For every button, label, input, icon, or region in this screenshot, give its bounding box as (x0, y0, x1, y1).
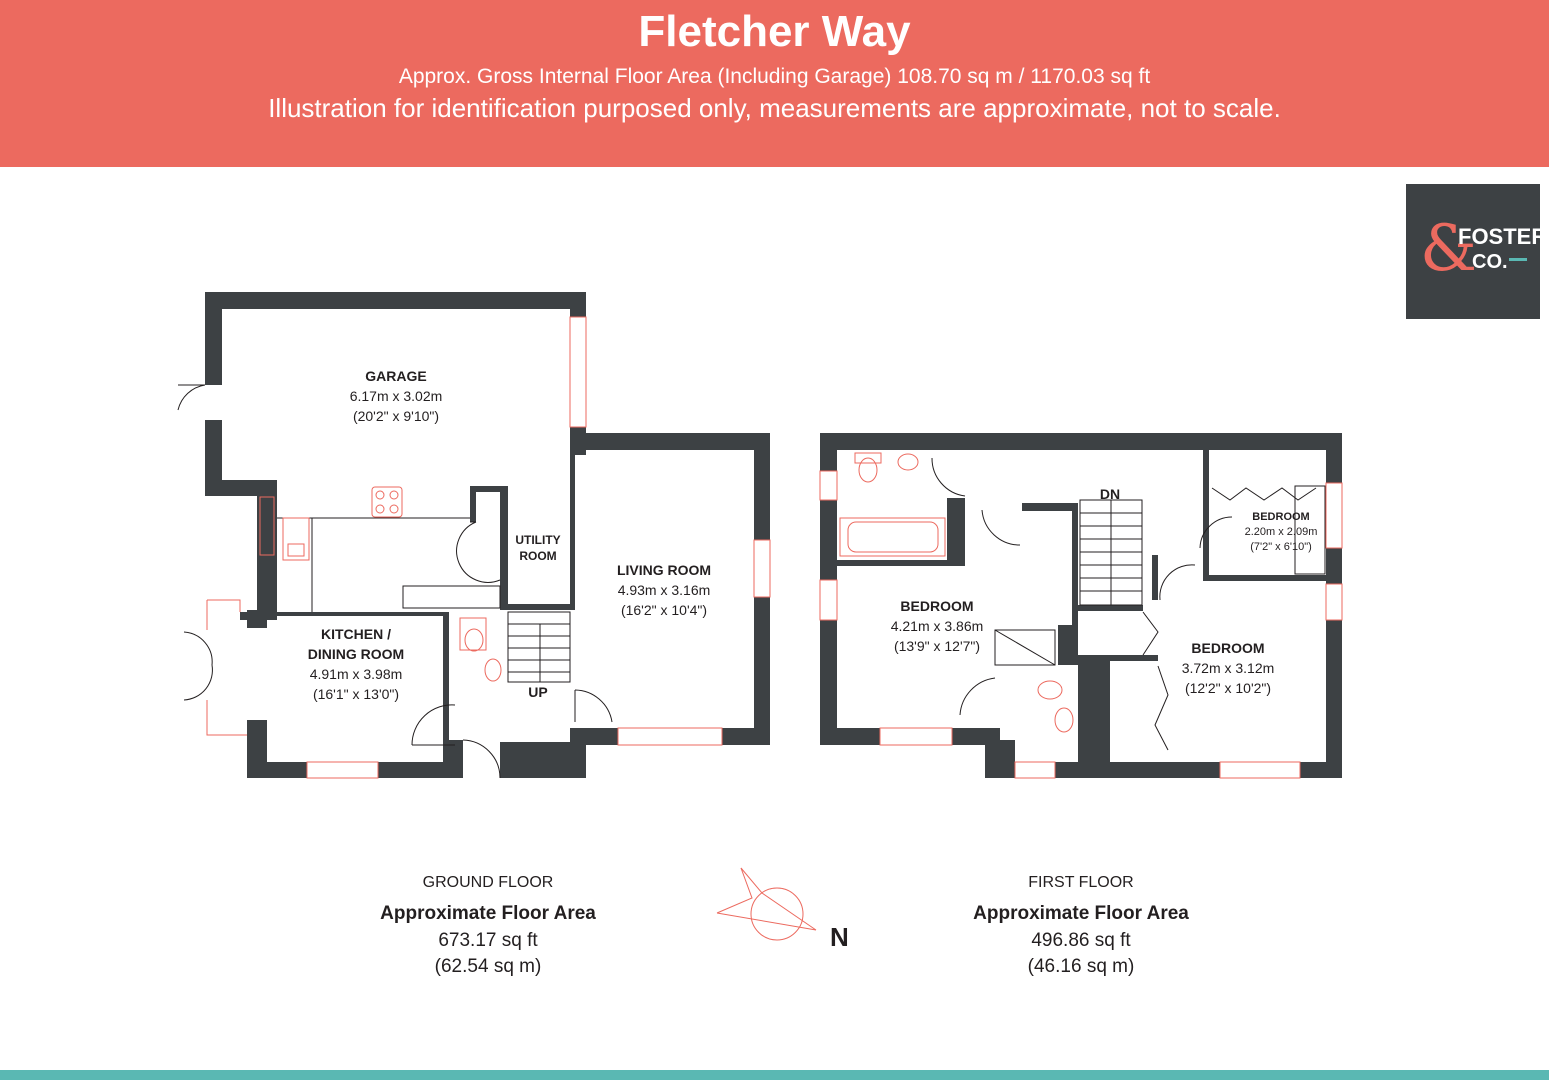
page-title: Fletcher Way (638, 7, 911, 56)
first-floor-area-heading: Approximate Floor Area (973, 903, 1189, 924)
ground-floor-name: GROUND FLOOR (422, 874, 554, 891)
bedroom-1-label: BEDROOM 4.21m x 3.86m (13'9" x 12'7") (891, 596, 984, 656)
bedroom-3-imperial: (7'2" x 6'10") (1250, 541, 1312, 553)
header-banner: Fletcher Way Approx. Gross Internal Floo… (0, 0, 1549, 167)
stairs-up-label: UP (528, 684, 548, 700)
first-floor-area-sqm: (46.16 sq m) (1027, 956, 1135, 977)
bedroom-3-metric: 2.20m x 2.09m (1244, 526, 1318, 538)
kitchen-name1: KITCHEN / (320, 626, 391, 642)
garage-label: GARAGE 6.17m x 3.02m (20'2" x 9'10") (350, 366, 443, 426)
living-room-imperial: (16'2" x 10'4") (620, 602, 708, 618)
disclaimer-text: Illustration for identification purposed… (268, 93, 1281, 123)
logo-foster: FOSTER (1458, 224, 1548, 249)
kitchen-name2: DINING ROOM (307, 646, 405, 662)
stairs-down-label: DN (1099, 486, 1121, 502)
first-floor-area-sqft: 496.86 sq ft (1031, 930, 1131, 951)
ground-floor-area-heading: Approximate Floor Area (380, 903, 596, 924)
bedroom-1-imperial: (13'9" x 12'7") (893, 638, 981, 654)
living-room-name: LIVING ROOM (616, 562, 712, 578)
gross-area-subtitle: Approx. Gross Internal Floor Area (Inclu… (398, 65, 1151, 88)
ground-floor-walls (205, 292, 770, 778)
ground-floor-area-sqft: 673.17 sq ft (438, 930, 538, 951)
north-label: N (830, 922, 849, 952)
logo-accent-bar (1509, 258, 1527, 261)
ground-fixtures (277, 486, 571, 683)
living-room-label: LIVING ROOM 4.93m x 3.16m (16'2" x 10'4"… (617, 560, 711, 620)
first-floor-summary: FIRST FLOOR Approximate Floor Area 496.8… (973, 872, 1189, 980)
first-floor-windows (819, 470, 1343, 779)
logo-ampersand: & (1420, 212, 1477, 286)
compass-rose (716, 867, 817, 941)
utility-room-label: UTILITY ROOM (515, 532, 560, 564)
bedroom-3-label: BEDROOM 2.20m x 2.09m (7'2" x 6'10") (1245, 510, 1318, 555)
first-fixtures (839, 452, 1326, 751)
footer-accent-bar (0, 1070, 1549, 1080)
bedroom-1-name: BEDROOM (900, 598, 974, 614)
ground-floor-area-sqm: (62.54 sq m) (434, 956, 542, 977)
bedroom-2-name: BEDROOM (1191, 640, 1265, 656)
utility-room-name2: ROOM (519, 549, 557, 563)
bedroom-2-label: BEDROOM 3.72m x 3.12m (12'2" x 10'2") (1182, 638, 1275, 698)
ground-floor-doors (177, 384, 613, 779)
first-floor-walls (820, 433, 1342, 778)
garage-imperial: (20'2" x 9'10") (352, 408, 440, 424)
kitchen-dining-label: KITCHEN / DINING ROOM 4.91m x 3.98m (16'… (308, 624, 404, 704)
ground-floor-windows (206, 316, 771, 779)
bedroom-1-metric: 4.21m x 3.86m (890, 618, 984, 634)
first-floor-name: FIRST FLOOR (1028, 874, 1134, 891)
kitchen-metric: 4.91m x 3.98m (309, 666, 403, 682)
living-room-metric: 4.93m x 3.16m (617, 582, 711, 598)
utility-room-name1: UTILITY (515, 533, 561, 547)
kitchen-imperial: (16'1" x 13'0") (312, 686, 400, 702)
logo-co: CO. (1472, 251, 1508, 273)
foster-co-logo: & FOSTER CO. (1406, 184, 1547, 319)
bedroom-3-name: BEDROOM (1252, 511, 1310, 523)
bedroom-2-metric: 3.72m x 3.12m (1181, 660, 1275, 676)
garage-name: GARAGE (365, 368, 427, 384)
bedroom-2-imperial: (12'2" x 10'2") (1184, 680, 1272, 696)
garage-metric: 6.17m x 3.02m (349, 388, 443, 404)
ground-floor-summary: GROUND FLOOR Approximate Floor Area 673.… (380, 872, 596, 980)
